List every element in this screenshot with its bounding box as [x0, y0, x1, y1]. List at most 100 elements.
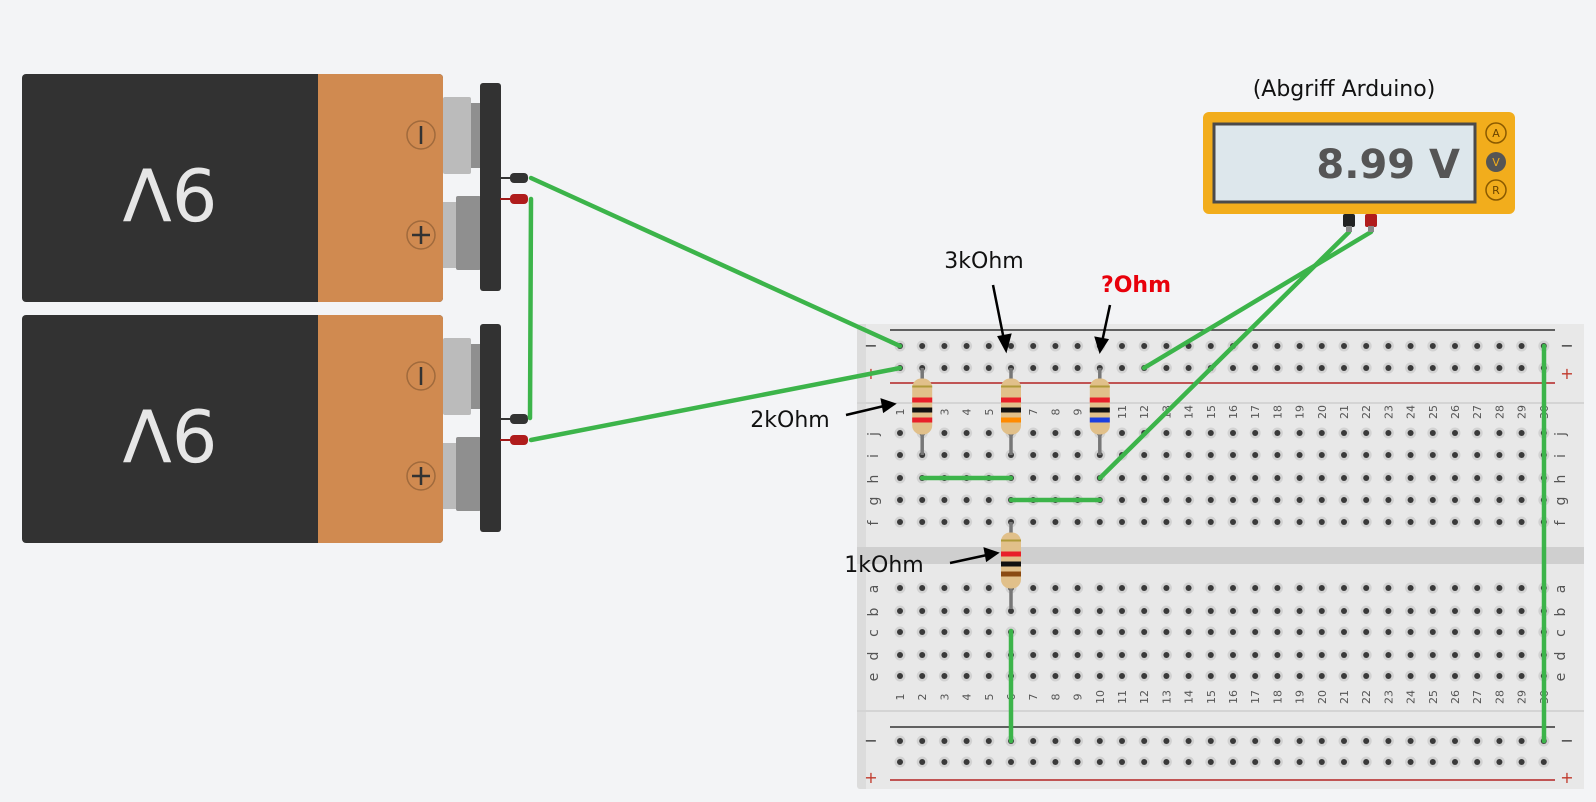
breadboard-hole[interactable]	[894, 605, 906, 617]
breadboard-hole[interactable]	[1249, 756, 1261, 768]
breadboard-hole[interactable]	[938, 340, 950, 352]
breadboard-hole[interactable]	[983, 756, 995, 768]
breadboard-hole[interactable]	[1005, 756, 1017, 768]
breadboard-hole[interactable]	[1160, 649, 1172, 661]
breadboard-hole[interactable]	[1338, 472, 1350, 484]
breadboard-hole[interactable]	[1471, 605, 1483, 617]
breadboard-hole[interactable]	[1249, 605, 1261, 617]
breadboard-hole[interactable]	[1027, 472, 1039, 484]
breadboard-hole[interactable]	[1138, 516, 1150, 528]
breadboard-hole[interactable]	[1183, 649, 1195, 661]
breadboard-hole[interactable]	[1227, 472, 1239, 484]
breadboard-hole[interactable]	[1360, 494, 1372, 506]
breadboard-hole[interactable]	[1493, 605, 1505, 617]
breadboard-hole[interactable]	[1338, 605, 1350, 617]
breadboard-hole[interactable]	[1338, 735, 1350, 747]
breadboard-hole[interactable]	[1516, 605, 1528, 617]
breadboard-hole[interactable]	[1205, 649, 1217, 661]
probe-black-connector[interactable]	[1343, 214, 1355, 232]
breadboard-hole[interactable]	[1382, 427, 1394, 439]
mode-v-button[interactable]: V	[1486, 152, 1506, 172]
breadboard-hole[interactable]	[1338, 756, 1350, 768]
breadboard-hole[interactable]	[1116, 756, 1128, 768]
breadboard-hole[interactable]	[1205, 626, 1217, 638]
breadboard-hole[interactable]	[1338, 670, 1350, 682]
breadboard-hole[interactable]	[1116, 494, 1128, 506]
breadboard-hole[interactable]	[1427, 472, 1439, 484]
breadboard-hole[interactable]	[938, 516, 950, 528]
breadboard-hole[interactable]	[1449, 626, 1461, 638]
breadboard-hole[interactable]	[1360, 756, 1372, 768]
breadboard-hole[interactable]	[1449, 516, 1461, 528]
breadboard-hole[interactable]	[1493, 516, 1505, 528]
wire-probe-red[interactable]	[1141, 229, 1374, 371]
breadboard-hole[interactable]	[1360, 362, 1372, 374]
breadboard-hole[interactable]	[1493, 449, 1505, 461]
breadboard-hole[interactable]	[1316, 582, 1328, 594]
breadboard-hole[interactable]	[1138, 605, 1150, 617]
breadboard-hole[interactable]	[1116, 362, 1128, 374]
breadboard-hole[interactable]	[1316, 756, 1328, 768]
breadboard-hole[interactable]	[1360, 472, 1372, 484]
breadboard-hole[interactable]	[938, 649, 950, 661]
breadboard-hole[interactable]	[1249, 340, 1261, 352]
breadboard-hole[interactable]	[1094, 649, 1106, 661]
breadboard-hole[interactable]	[1382, 362, 1394, 374]
breadboard-hole[interactable]	[1183, 362, 1195, 374]
breadboard-hole[interactable]	[1205, 340, 1217, 352]
breadboard-hole[interactable]	[1382, 670, 1394, 682]
breadboard-hole[interactable]	[1183, 756, 1195, 768]
breadboard-hole[interactable]	[983, 427, 995, 439]
breadboard-hole[interactable]	[1227, 756, 1239, 768]
breadboard-hole[interactable]	[1205, 516, 1217, 528]
breadboard-hole[interactable]	[1116, 649, 1128, 661]
breadboard-hole[interactable]	[1205, 494, 1217, 506]
breadboard-hole[interactable]	[1449, 670, 1461, 682]
breadboard-hole[interactable]	[1449, 735, 1461, 747]
red-clip[interactable]	[500, 194, 528, 204]
breadboard-hole[interactable]	[1382, 735, 1394, 747]
breadboard-hole[interactable]	[1471, 472, 1483, 484]
breadboard-hole[interactable]	[1493, 649, 1505, 661]
breadboard-hole[interactable]	[916, 605, 928, 617]
breadboard-hole[interactable]	[1427, 670, 1439, 682]
breadboard-hole[interactable]	[1271, 472, 1283, 484]
breadboard-hole[interactable]	[1316, 626, 1328, 638]
breadboard-hole[interactable]	[1316, 427, 1328, 439]
breadboard-hole[interactable]	[1405, 516, 1417, 528]
breadboard-hole[interactable]	[894, 735, 906, 747]
breadboard-hole[interactable]	[894, 427, 906, 439]
breadboard-hole[interactable]	[1471, 735, 1483, 747]
breadboard-hole[interactable]	[1049, 605, 1061, 617]
breadboard-hole[interactable]	[1205, 756, 1217, 768]
breadboard-hole[interactable]	[1360, 670, 1372, 682]
breadboard-hole[interactable]	[894, 516, 906, 528]
breadboard-hole[interactable]	[1471, 449, 1483, 461]
breadboard-hole[interactable]	[1160, 449, 1172, 461]
breadboard-hole[interactable]	[1160, 472, 1172, 484]
breadboard-hole[interactable]	[1516, 449, 1528, 461]
breadboard-hole[interactable]	[1271, 670, 1283, 682]
breadboard-hole[interactable]	[1405, 649, 1417, 661]
breadboard-hole[interactable]	[983, 582, 995, 594]
breadboard-hole[interactable]	[894, 494, 906, 506]
breadboard-hole[interactable]	[1316, 670, 1328, 682]
breadboard-hole[interactable]	[1449, 362, 1461, 374]
mode-r-button[interactable]: R	[1485, 179, 1507, 201]
breadboard-hole[interactable]	[1072, 756, 1084, 768]
breadboard-hole[interactable]	[1382, 340, 1394, 352]
breadboard-hole[interactable]	[1183, 427, 1195, 439]
breadboard-hole[interactable]	[1072, 449, 1084, 461]
breadboard-hole[interactable]	[916, 735, 928, 747]
breadboard-hole[interactable]	[1160, 494, 1172, 506]
breadboard-hole[interactable]	[1027, 427, 1039, 439]
breadboard-hole[interactable]	[1160, 605, 1172, 617]
breadboard-hole[interactable]	[983, 494, 995, 506]
breadboard-hole[interactable]	[1183, 582, 1195, 594]
breadboard-hole[interactable]	[1382, 494, 1394, 506]
breadboard-hole[interactable]	[1205, 670, 1217, 682]
breadboard-hole[interactable]	[1116, 605, 1128, 617]
breadboard-hole[interactable]	[1160, 340, 1172, 352]
breadboard-hole[interactable]	[1049, 449, 1061, 461]
breadboard-hole[interactable]	[1471, 626, 1483, 638]
